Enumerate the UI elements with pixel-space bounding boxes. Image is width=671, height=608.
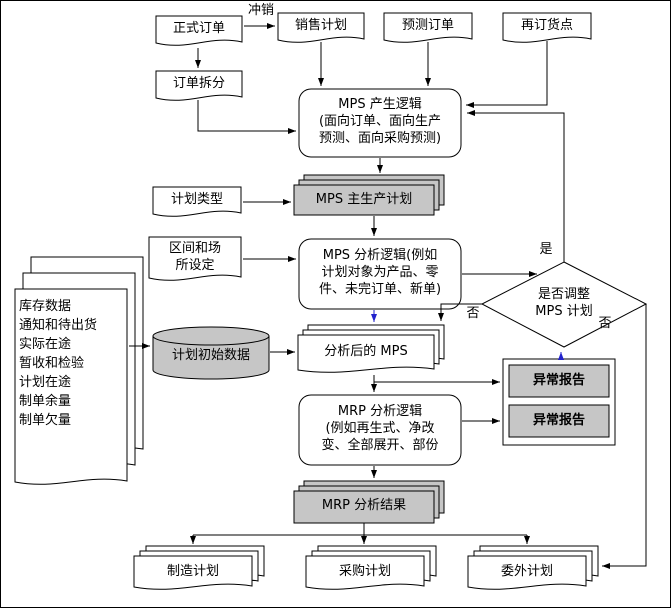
mrp-analysis-shape — [298, 394, 462, 466]
node-shapes — [14, 12, 648, 590]
edge-yes-feedback — [467, 110, 565, 262]
mrp-result-shape — [293, 480, 445, 524]
formal-order-shape — [155, 15, 243, 46]
manufacturing-plan-shape — [133, 545, 265, 590]
source-data-stack-shape — [14, 256, 144, 485]
sales-plan-shape — [277, 12, 365, 43]
edge-reorder-to-mpsgen — [466, 41, 548, 108]
plan-type-shape — [152, 186, 242, 217]
plan-initial-data-shape — [152, 326, 270, 380]
exception-reports-shape — [502, 358, 616, 446]
purchase-plan-shape — [305, 545, 437, 590]
edge-no-right — [602, 304, 647, 569]
edge-no-left — [438, 303, 482, 321]
order-split-shape — [155, 70, 243, 101]
connectors — [129, 23, 647, 569]
adjust-decision-shape — [480, 261, 648, 348]
mps-analysis-shape — [298, 238, 462, 310]
range-location-shape — [148, 236, 242, 281]
mps-generation-shape — [298, 88, 462, 158]
edge-split-to-mpsgen — [197, 100, 296, 134]
outsourcing-plan-shape — [467, 545, 599, 590]
mps-master-plan-shape — [293, 174, 445, 216]
reorder-point-shape — [502, 12, 592, 43]
analyzed-mps-shape — [297, 324, 445, 373]
forecast-order-shape — [383, 12, 473, 43]
